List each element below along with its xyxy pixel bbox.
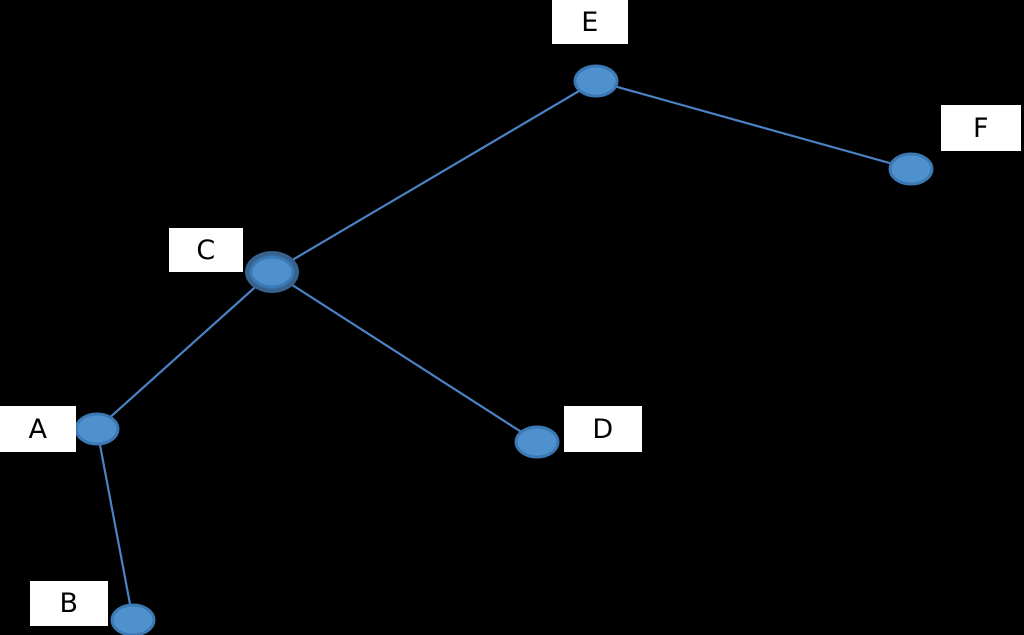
node-label-d: D — [564, 406, 642, 452]
graph-edge-a-c[interactable] — [95, 270, 274, 431]
graph-node-e[interactable] — [573, 64, 619, 98]
node-label-f: F — [941, 105, 1021, 151]
graph-node-a[interactable] — [74, 412, 120, 446]
node-ellipse-a[interactable] — [74, 412, 120, 446]
node-label-c: C — [169, 228, 243, 272]
graph-node-f[interactable] — [888, 152, 934, 186]
node-ellipse-c[interactable] — [249, 255, 295, 289]
edges-layer — [95, 79, 913, 622]
graph-node-d[interactable] — [514, 425, 560, 459]
graph-edge-c-e[interactable] — [270, 79, 598, 274]
nodes-layer — [74, 64, 934, 635]
graph-node-c[interactable] — [245, 251, 299, 293]
node-ellipse-e[interactable] — [573, 64, 619, 98]
node-label-b: B — [30, 581, 108, 626]
node-label-a: A — [0, 406, 76, 452]
node-ellipse-d[interactable] — [514, 425, 560, 459]
graph-edge-a-b[interactable] — [95, 427, 135, 622]
node-ellipse-f[interactable] — [888, 152, 934, 186]
node-ellipse-b[interactable] — [110, 603, 156, 635]
graph-node-b[interactable] — [110, 603, 156, 635]
node-label-e: E — [552, 0, 628, 44]
graph-edge-c-d[interactable] — [270, 270, 539, 444]
graph-edge-e-f[interactable] — [594, 79, 913, 171]
